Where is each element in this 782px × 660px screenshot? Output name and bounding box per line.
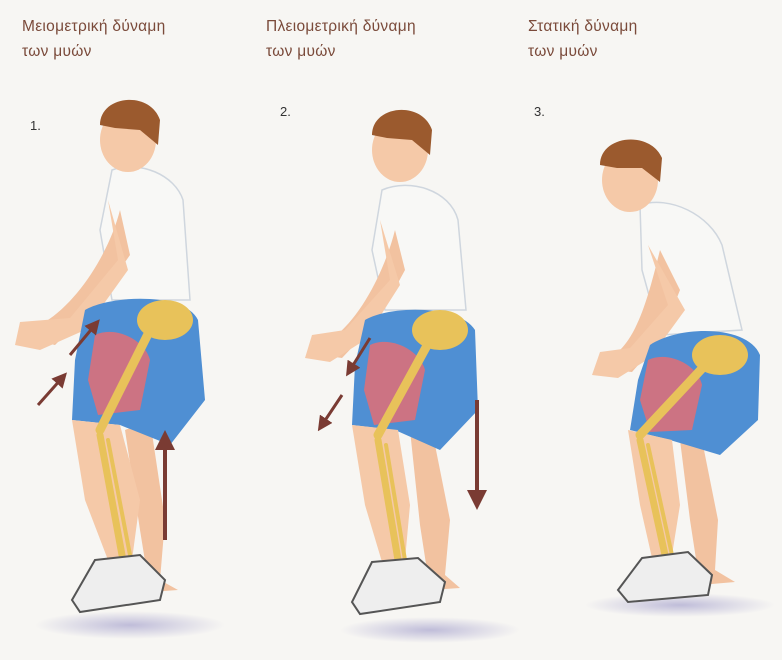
panel-title: Μειομετρική δύναμη των μυών	[22, 14, 166, 64]
panel-number: 3.	[534, 104, 545, 119]
panel-title-line-1: Πλειομετρική δύναμη	[266, 14, 416, 39]
panel-number: 2.	[280, 104, 291, 119]
panel-title-line-2: των μυών	[22, 39, 166, 64]
panel-title-line-2: των μυών	[528, 39, 638, 64]
panel-title-line-2: των μυών	[266, 39, 416, 64]
panel-title: Πλειομετρική δύναμη των μυών	[266, 14, 416, 64]
panel-3: Στατική δύναμη των μυών 3.	[520, 0, 782, 660]
panel-number: 1.	[30, 118, 41, 133]
panel-title-line-1: Στατική δύναμη	[528, 14, 638, 39]
panel-title: Στατική δύναμη των μυών	[528, 14, 638, 64]
panel-2: Πλειομετρική δύναμη των μυών 2.	[260, 0, 520, 660]
panel-title-line-1: Μειομετρική δύναμη	[22, 14, 166, 39]
panel-1: Μειομετρική δύναμη των μυών 1.	[0, 0, 260, 660]
